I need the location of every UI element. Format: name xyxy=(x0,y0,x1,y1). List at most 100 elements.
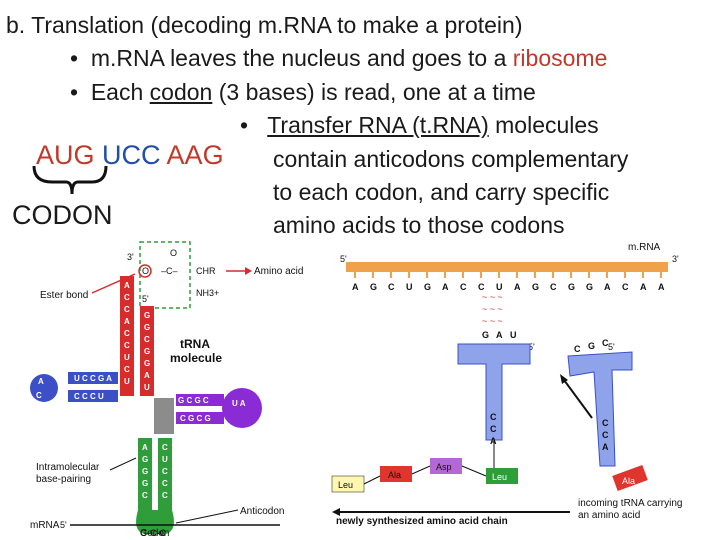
bullet-dot: • xyxy=(70,79,91,105)
svg-text:C: C xyxy=(124,365,130,374)
mrna-base: A xyxy=(640,282,647,292)
mrna-base: A xyxy=(442,282,449,292)
t-loop xyxy=(222,388,262,428)
codon-aug: AUG xyxy=(36,140,95,170)
svg-text:C: C xyxy=(124,305,130,314)
svg-text:A: A xyxy=(142,443,148,452)
svg-text:5': 5' xyxy=(60,520,67,530)
incoming-label-1: incoming tRNA carrying xyxy=(578,498,682,509)
mrna-base: G xyxy=(370,282,377,292)
incoming-trna xyxy=(567,351,633,467)
svg-text:C: C xyxy=(162,491,168,500)
mrna-base: A xyxy=(352,282,359,292)
intramolecular-label-2: base-pairing xyxy=(36,474,91,485)
ester-bond-label: Ester bond xyxy=(40,290,88,301)
base-letter: C xyxy=(574,344,581,354)
mrna-base: C xyxy=(550,282,557,292)
svg-text:G: G xyxy=(142,455,148,464)
chr-label: CHR xyxy=(196,266,216,276)
svg-text:C G C G: C G C G xyxy=(180,414,211,423)
aa-leu-2-label: Leu xyxy=(492,472,507,482)
svg-text:C: C xyxy=(162,467,168,476)
base-letter: U xyxy=(510,330,517,340)
bullet-3-line-2: contain anticodons complementary xyxy=(273,146,629,172)
svg-text:A: A xyxy=(38,377,44,386)
aa-ala-1-label: Ala xyxy=(388,470,401,480)
ester-oxygen xyxy=(138,264,152,278)
bullet-dot: • xyxy=(70,45,91,71)
anticodon-loop xyxy=(136,510,174,535)
mrna-5prime: 5' xyxy=(340,254,347,264)
mrna-base: C xyxy=(622,282,629,292)
mrna-strand xyxy=(346,262,668,272)
ribosome-term: ribosome xyxy=(512,45,608,71)
bullet-dot: • xyxy=(240,112,268,138)
svg-text:C: C xyxy=(162,479,168,488)
base-letter: C xyxy=(602,418,609,428)
svg-text:U C C G A: U C C G A xyxy=(74,374,112,383)
mrna-base: G xyxy=(424,282,431,292)
svg-text:C: C xyxy=(142,491,148,500)
codon-aag: AAG xyxy=(166,140,224,170)
svg-text:G: G xyxy=(144,359,150,368)
aa-ala-2 xyxy=(612,465,648,491)
svg-text:U: U xyxy=(124,377,130,386)
mrna-base: A xyxy=(604,282,611,292)
docked-trna xyxy=(457,343,531,441)
mrna-base: U xyxy=(406,282,413,292)
base-letter: A xyxy=(496,330,503,340)
mrna-base: C xyxy=(478,282,485,292)
d-loop xyxy=(30,374,58,402)
t-arm-bottom xyxy=(176,412,224,424)
svg-text:A: A xyxy=(124,281,130,290)
aa-ala-1 xyxy=(380,466,412,482)
bullet-3-line-1-post: molecules xyxy=(495,112,599,138)
svg-text:U: U xyxy=(124,353,130,362)
aa-asp-label: Asp xyxy=(436,462,452,472)
trna-term: Transfer RNA (t.RNA) xyxy=(267,112,489,138)
nh3-label: NH3+ xyxy=(196,288,219,298)
anticodon-label: Anticodon xyxy=(240,506,284,517)
three-prime-label: 3' xyxy=(127,252,134,262)
svg-text:U A: U A xyxy=(232,399,246,408)
chain-label: newly synthesized amino acid chain xyxy=(336,516,508,527)
t-arm-top xyxy=(176,394,224,406)
svg-text:O: O xyxy=(142,266,149,276)
acceptor-stem-3prime xyxy=(120,276,134,396)
mrna-base: A xyxy=(514,282,521,292)
anticodon-stem-left xyxy=(138,438,152,510)
mrna-base: C xyxy=(460,282,467,292)
mrna-3prime: 3' xyxy=(672,254,679,264)
acceptor-stem-5prime xyxy=(140,306,154,396)
svg-text:~ ~ ~: ~ ~ ~ xyxy=(482,292,503,302)
incoming-label-2: an amino acid xyxy=(578,510,640,521)
intramolecular-label-1: Intramolecular xyxy=(36,462,100,473)
mrna-title: m.RNA xyxy=(628,242,661,253)
aa-leu-2 xyxy=(486,468,518,484)
svg-text:U: U xyxy=(144,383,150,392)
d-arm-top xyxy=(68,372,118,384)
bullet-3-line-4: amino acids to those codons xyxy=(273,212,565,238)
svg-text:~ ~ ~: ~ ~ ~ xyxy=(482,304,503,314)
base-letter: C xyxy=(602,338,609,348)
base-letter: C xyxy=(602,430,609,440)
amino-acid-label: Amino acid xyxy=(254,266,303,277)
aa-asp xyxy=(430,458,462,474)
svg-text:5': 5' xyxy=(608,342,615,352)
base-letter: C xyxy=(490,424,497,434)
svg-text:G: G xyxy=(142,479,148,488)
svg-text:G: G xyxy=(142,467,148,476)
bullet-3-line-1: • Transfer RNA (t.RNA) molecules xyxy=(240,112,599,139)
section-heading: b. Translation (decoding m.RNA to make a… xyxy=(6,12,523,38)
svg-text:~ ~ ~: ~ ~ ~ xyxy=(482,316,503,326)
codon-bases: G-C-C xyxy=(140,528,166,538)
svg-text:G: G xyxy=(144,323,150,332)
codon-caption: Codon xyxy=(140,528,170,539)
codon-ucc: UCC xyxy=(102,140,161,170)
bullet-1-text: m.RNA leaves the nucleus and goes to a xyxy=(90,45,507,71)
svg-text:C: C xyxy=(144,335,150,344)
bullet-2-post: (3 bases) is read, one at a time xyxy=(218,79,536,105)
base-letter: A xyxy=(602,442,609,452)
